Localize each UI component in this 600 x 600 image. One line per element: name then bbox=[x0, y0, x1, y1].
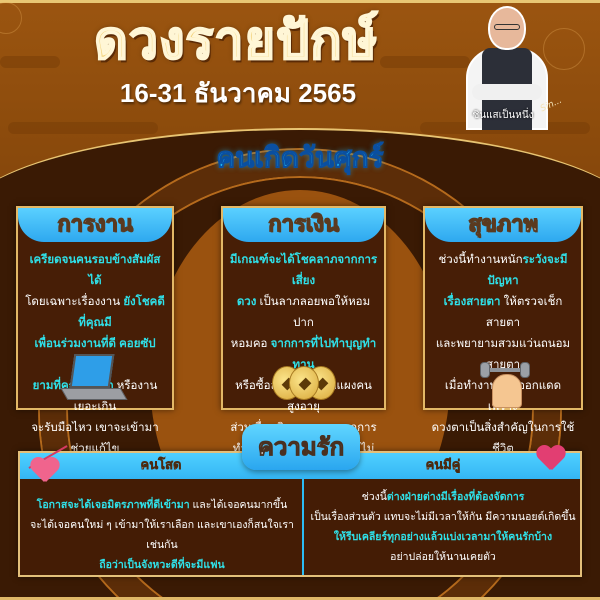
body-text: และได้เจอคนมากขึ้น bbox=[189, 499, 288, 511]
dumbbell-icon bbox=[480, 362, 530, 408]
love-badge: ความรัก bbox=[242, 424, 360, 470]
highlighted-text: มีเกณฑ์จะได้โชคลาภจากการเสี่ยง bbox=[229, 254, 378, 287]
decor-stripe bbox=[380, 56, 470, 68]
body-text: อย่าปล่อยให้นานเคยตัว bbox=[390, 551, 496, 563]
bottom-border bbox=[0, 597, 600, 600]
laptop-base bbox=[60, 388, 128, 400]
date-range: 16-31 ธันวาคม 2565 bbox=[119, 78, 357, 108]
astrologer-photo bbox=[462, 6, 552, 132]
text-line: จะได้เจอคนใหม่ ๆ เข้ามาให้เราเลือก และเข… bbox=[24, 515, 300, 555]
couple-title: คนมีคู่ bbox=[425, 458, 461, 474]
person-glasses bbox=[494, 24, 520, 30]
couple-body: ช่วงนี้ต่างฝ่ายต่างมีเรื่องที่ต้องจัดการ… bbox=[306, 487, 580, 567]
text-line: ให้รีบเคลียร์ทุกอย่างแล้วแบ่งเวลามาให้คน… bbox=[306, 527, 580, 547]
highlighted-text: โอกาสจะได้เจอมิตรภาพที่ดีเข้ามา bbox=[36, 499, 190, 511]
card-header: สุขภาพ bbox=[425, 208, 581, 242]
highlighted-text: เครียดจนคนรอบข้างสัมผัสได้ bbox=[29, 254, 161, 287]
body-text: ช่วงนี้ bbox=[361, 491, 387, 503]
text-line: ช่วงนี้ต่างฝ่ายต่างมีเรื่องที่ต้องจัดการ bbox=[306, 487, 580, 507]
single-body: โอกาสจะได้เจอมิตรภาพที่ดีเข้ามา และได้เจ… bbox=[24, 495, 300, 575]
highlighted-text: ระวังจะมีปัญหา bbox=[487, 254, 568, 287]
highlighted-text: ยังโชคดีที่คุณมี bbox=[78, 296, 165, 329]
decor-stripe bbox=[8, 122, 158, 134]
highlighted-text: ต่างฝ่ายต่างมีเรื่องที่ต้องจัดการ bbox=[386, 491, 525, 503]
body-text: ช่วงนี้ทำงานหนัก bbox=[438, 254, 523, 266]
card-title: สุขภาพ bbox=[468, 212, 539, 238]
card-title: การเงิน bbox=[268, 212, 340, 238]
body-text: เป็นลาภลอยพอให้หอมปาก bbox=[256, 296, 371, 329]
body-text: จะได้เจอคนใหม่ ๆ เข้ามาให้เราเลือก และเข… bbox=[30, 519, 294, 551]
text-line: โอกาสจะได้เจอมิตรภาพที่ดีเข้ามา และได้เจ… bbox=[24, 495, 300, 515]
coin bbox=[289, 366, 319, 400]
body-text: เป็นเรื่องส่วนตัว แทบจะไม่มีเวลาให้กัน ม… bbox=[310, 511, 576, 523]
body-text: โดยเฉพาะเรื่องงาน bbox=[25, 296, 124, 308]
dumbbell-plate bbox=[520, 362, 530, 378]
column-divider bbox=[302, 479, 304, 575]
card-header: การเงิน bbox=[223, 208, 384, 242]
text-line: ช่วงนี้ทำงานหนักระวังจะมีปัญหา bbox=[431, 250, 575, 292]
laptop-icon bbox=[60, 354, 128, 406]
flexed-arm bbox=[492, 374, 522, 408]
card-title: การงาน bbox=[57, 212, 134, 238]
body-text: หอมคอ bbox=[230, 338, 271, 350]
body-text: หรืองานเยอะเกิน bbox=[73, 380, 158, 413]
decor-stripe bbox=[0, 56, 60, 68]
flower-ornament-icon bbox=[0, 2, 22, 34]
dumbbell-plate bbox=[480, 362, 490, 378]
love-title: ความรัก bbox=[257, 433, 345, 462]
double-heart-icon bbox=[536, 446, 564, 472]
text-line: ถือว่าเป็นจังหวะดีที่จะมีแฟน bbox=[24, 555, 300, 575]
text-line: ดวง เป็นลาภลอยพอให้หอมปาก bbox=[229, 292, 378, 334]
highlighted-text: ถือว่าเป็นจังหวะดีที่จะมีแฟน bbox=[99, 559, 225, 571]
laptop-screen bbox=[69, 354, 115, 388]
astrologer-caption: ซินแสเป็นหนึ่ง bbox=[472, 110, 534, 121]
highlighted-text: ให้รีบเคลียร์ทุกอย่างแล้วแบ่งเวลามาให้คน… bbox=[333, 531, 553, 543]
card-header: การงาน bbox=[18, 208, 172, 242]
dumbbell-bar bbox=[484, 368, 526, 372]
highlighted-text: ดวง bbox=[236, 296, 257, 308]
text-line: โดยเฉพาะเรื่องงาน ยังโชคดีที่คุณมี bbox=[24, 292, 166, 334]
body-text: ให้ตรวจเช็กสายตา bbox=[485, 296, 563, 329]
card-body: เครียดจนคนรอบข้างสัมผัสได้โดยเฉพาะเรื่อง… bbox=[18, 242, 172, 481]
top-border bbox=[0, 0, 600, 3]
page-title: ดวงรายปักษ์ bbox=[93, 10, 378, 72]
birth-day-subtitle: คนเกิดวันศุกร์ bbox=[216, 141, 384, 175]
single-title: คนโสด bbox=[140, 458, 182, 474]
text-line: มีเกณฑ์จะได้โชคลาภจากการเสี่ยง bbox=[229, 250, 378, 292]
highlighted-text: เรื่องสายตา bbox=[443, 296, 501, 308]
text-line: อย่าปล่อยให้นานเคยตัว bbox=[306, 547, 580, 567]
text-line: เรื่องสายตา ให้ตรวจเช็กสายตา bbox=[431, 292, 575, 334]
flower-ornament-icon bbox=[543, 28, 585, 70]
person-arms bbox=[472, 84, 542, 100]
coins-icon bbox=[272, 366, 336, 400]
heart-arrow-icon bbox=[30, 458, 58, 484]
love-section: คนโสด คนมีคู่ โอกาสจะได้เจอมิตรภาพที่ดีเ… bbox=[18, 451, 582, 577]
text-line: เครียดจนคนรอบข้างสัมผัสได้ bbox=[24, 250, 166, 292]
text-line: เป็นเรื่องส่วนตัว แทบจะไม่มีเวลาให้กัน ม… bbox=[306, 507, 580, 527]
